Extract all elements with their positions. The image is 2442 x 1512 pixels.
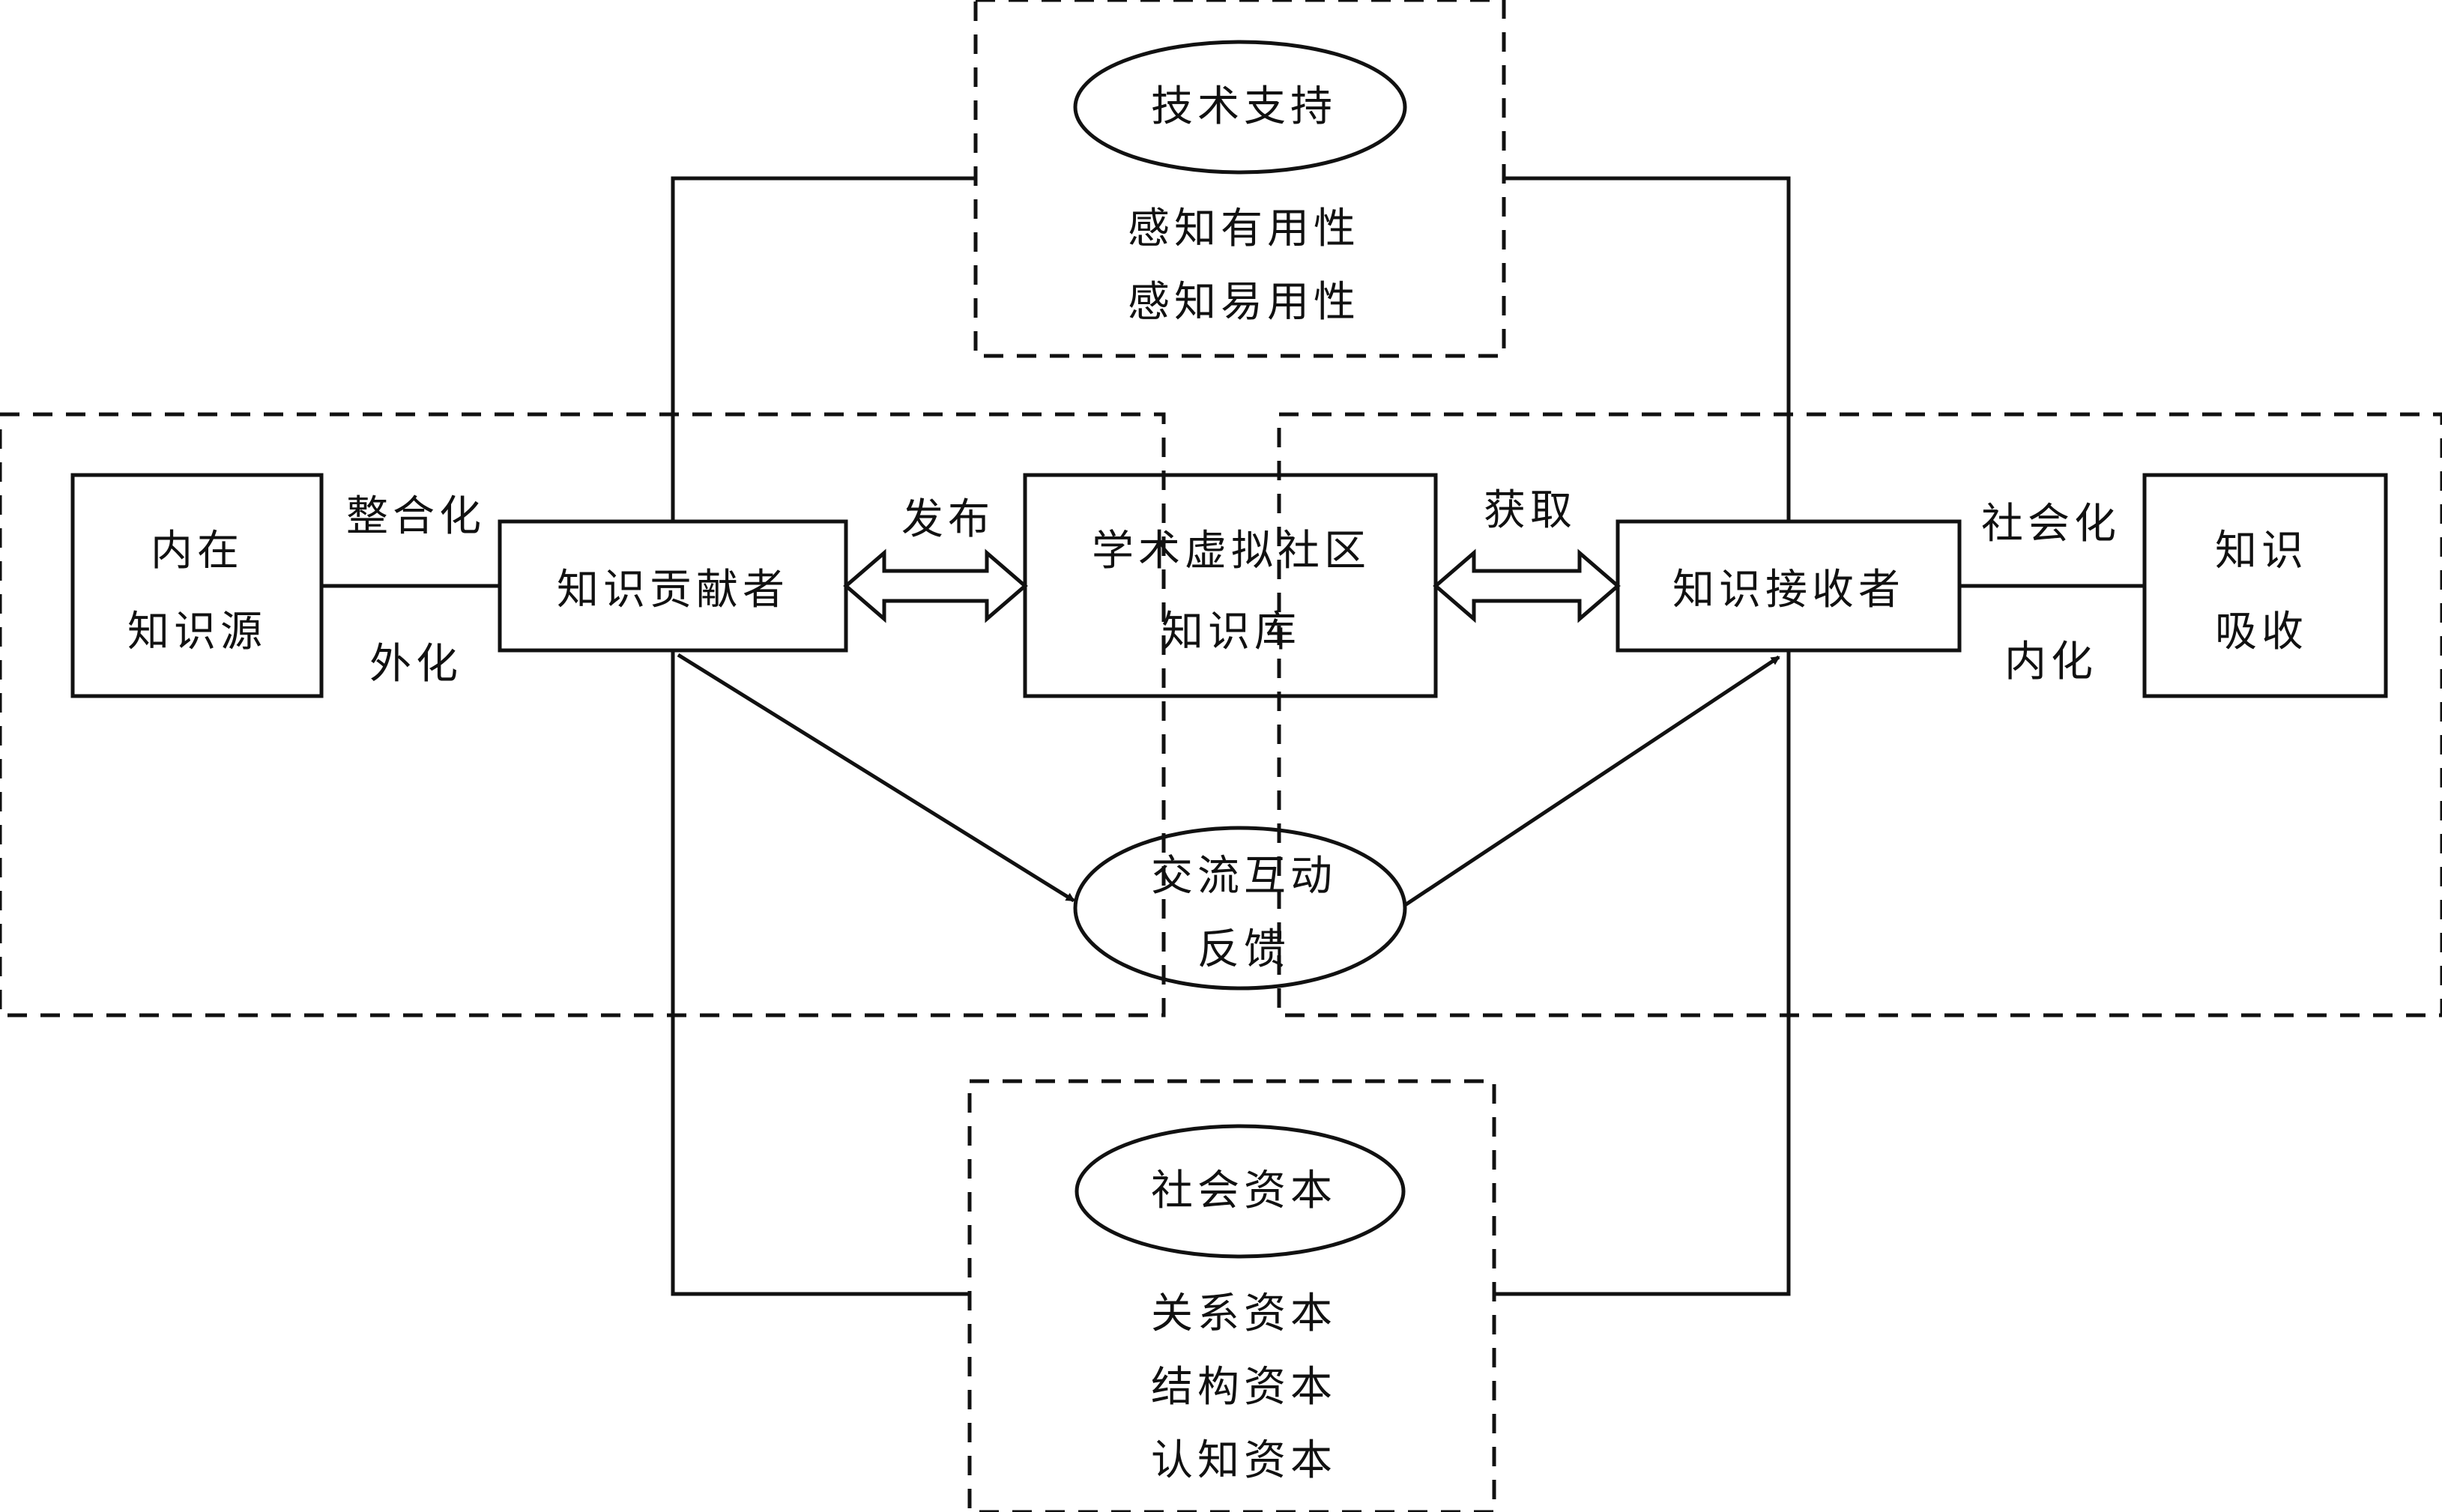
contributor-label: 知识贡献者 [557, 566, 789, 614]
integration-label: 整合化 [346, 492, 486, 541]
tech-support-item-perceived-usefulness: 感知有用性 [1128, 205, 1360, 253]
contributor-to-social-capital-line [671, 650, 970, 1296]
interaction-line1: 交流互动 [1151, 852, 1337, 901]
social-capital-item-structural: 结构资本 [1151, 1363, 1337, 1412]
knowledge-base-line2: 知识库 [1161, 608, 1301, 656]
interaction-line2: 反馈 [1197, 925, 1290, 974]
knowledge-source-line2: 知识源 [127, 608, 267, 656]
contributor-to-interaction-arrow [677, 653, 1075, 903]
publish-label: 发布 [901, 495, 994, 544]
externalization-label: 外化 [369, 640, 462, 689]
acquire-label: 获取 [1484, 486, 1577, 535]
social-capital-item-cognitive: 认知资本 [1151, 1436, 1337, 1485]
interaction-to-receiver-arrow [1403, 655, 1780, 907]
left-dashed-region [0, 412, 1166, 1017]
receiver-label: 知识接收者 [1672, 566, 1905, 614]
receiver-to-social-capital-line [1494, 650, 1791, 1296]
absorption-line2: 吸收 [2215, 608, 2308, 656]
tech-support-to-contributor-line [671, 176, 976, 521]
social-capital-title: 社会资本 [1151, 1167, 1337, 1215]
tech-support-item-perceived-ease-of-use: 感知易用性 [1128, 278, 1360, 327]
interaction-ellipse [1073, 826, 1407, 991]
knowledge-source-line1: 内在 [151, 527, 244, 575]
knowledge-base-line1: 学术虚拟社区 [1092, 527, 1370, 575]
tech-support-title: 技术支持 [1151, 82, 1337, 131]
tech-support-ellipse [1073, 40, 1407, 175]
publish-double-arrow [843, 548, 1028, 623]
right-dashed-region [1277, 412, 2442, 1017]
socialization-label: 社会化 [1981, 500, 2121, 548]
social-capital-ellipse [1075, 1124, 1406, 1259]
acquire-double-arrow [1433, 548, 1621, 623]
social-capital-dashed-box [967, 1079, 1496, 1512]
absorption-line1: 知识 [2215, 527, 2308, 575]
internalization-label: 内化 [2004, 638, 2097, 686]
tech-support-to-receiver-line [1504, 176, 1791, 521]
social-capital-item-relational: 关系资本 [1151, 1289, 1337, 1338]
